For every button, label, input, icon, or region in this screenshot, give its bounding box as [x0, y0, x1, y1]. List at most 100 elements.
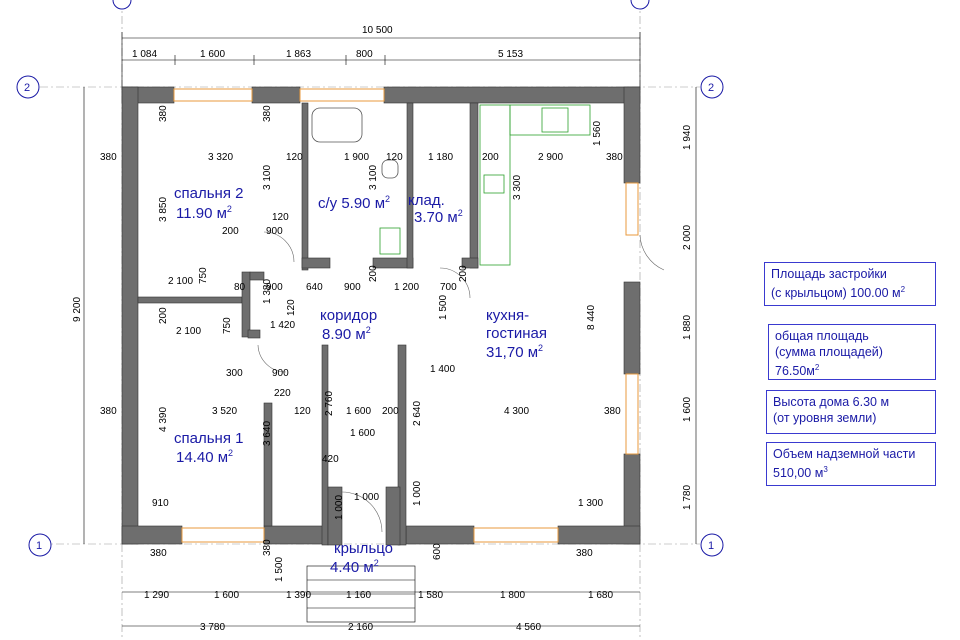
info-line: (сумма площадей) [775, 345, 883, 359]
dim-bottom: 1 800 [500, 590, 525, 601]
dim-inner: 3 850 [158, 197, 169, 222]
dim-inner: 1 200 [394, 282, 419, 293]
info-line: 76.50м2 [775, 363, 820, 379]
dim-inner: 1 180 [428, 152, 453, 163]
info-line: 510,00 м3 [773, 465, 828, 481]
room-area: 14.40 м2 [176, 448, 233, 466]
room-area: 8.90 м2 [322, 325, 371, 343]
room-name: крыльцо [334, 540, 393, 557]
dim-bottom: 2 160 [348, 622, 373, 633]
door-swings [257, 231, 665, 533]
windows [173, 88, 639, 543]
dim-inner: 900 [266, 226, 283, 237]
dim-right: 2 000 [682, 225, 693, 250]
dim-inner: 1 000 [334, 495, 345, 520]
info-box-volume: Объем надземной части 510,00 м3 [766, 442, 936, 486]
info-line: Площадь застройки [771, 267, 887, 281]
room-name: гостиная [486, 325, 547, 342]
room-area: 3.70 м2 [414, 208, 463, 226]
dim-inner: 380 [604, 406, 621, 417]
room-area: 4.40 м2 [330, 558, 379, 576]
dim-inner: 1 000 [354, 492, 379, 503]
info-box-house-height: Высота дома 6.30 м (от уровня земли) [766, 390, 936, 434]
room-labels: спальня 2 11.90 м2 с/у 5.90 м2 клад. 3.7… [174, 185, 547, 576]
dim-inner: 380 [150, 548, 167, 559]
dim-inner: 120 [386, 152, 403, 163]
dim-bottom: 4 560 [516, 622, 541, 633]
dim-inner: 380 [100, 406, 117, 417]
dim-inner: 200 [482, 152, 499, 163]
dim-inner: 3 520 [212, 406, 237, 417]
dim-inner: 420 [322, 454, 339, 465]
dim-top: 5 153 [498, 49, 523, 60]
dim-top: 800 [356, 49, 373, 60]
dim-inner: 8 440 [586, 305, 597, 330]
dim-bottom: 1 390 [286, 590, 311, 601]
dim-right: 1 600 [682, 397, 693, 422]
dim-inner: 640 [306, 282, 323, 293]
dim-inner: 200 [222, 226, 239, 237]
dim-inner: 200 [158, 307, 169, 324]
dim-left-total: 9 200 [72, 297, 83, 322]
dim-bottom: 1 160 [346, 590, 371, 601]
dim-inner: 1 900 [344, 152, 369, 163]
dim-inner: 2 640 [412, 401, 423, 426]
dim-inner: 4 300 [504, 406, 529, 417]
dim-inner: 300 [226, 368, 243, 379]
dim-inner: 380 [100, 152, 117, 163]
dim-inner: 3 100 [262, 165, 273, 190]
dim-bottom: 1 600 [214, 590, 239, 601]
dim-inner: 900 [272, 368, 289, 379]
dim-inner: 200 [458, 265, 469, 282]
room-name: спальня 2 [174, 185, 243, 202]
room-name: с/у 5.90 м2 [318, 194, 390, 212]
axis-label: 2 [24, 82, 30, 94]
room-area: 11.90 м2 [176, 204, 232, 222]
dim-inner: 1 560 [592, 121, 603, 146]
dim-inner: 380 [262, 105, 273, 122]
dim-inner: 3 300 [512, 175, 523, 200]
info-line: Объем надземной части [773, 447, 916, 461]
dim-inner: 2 100 [176, 326, 201, 337]
dim-right: 1 940 [682, 125, 693, 150]
axis-label: 1 [36, 540, 42, 552]
dim-top: 1 600 [200, 49, 225, 60]
dim-right: 1 880 [682, 315, 693, 340]
dim-inner: 80 [234, 282, 246, 293]
dim-inner: 1 000 [412, 481, 423, 506]
dim-inner: 380 [158, 105, 169, 122]
dim-inner: 1 300 [578, 498, 603, 509]
dim-inner: 3 100 [368, 165, 379, 190]
dim-inner: 4 390 [158, 407, 169, 432]
info-line: (от уровня земли) [773, 411, 877, 425]
bathroom-fixtures [311, 107, 401, 255]
dimension-lines [83, 32, 697, 627]
info-box-building-area: Площадь застройки (с крыльцом) 100.00 м2 [764, 262, 936, 306]
dim-inner: 1 380 [262, 279, 273, 304]
dim-top: 1 084 [132, 49, 157, 60]
dim-inner: 200 [382, 406, 399, 417]
dim-inner: 900 [344, 282, 361, 293]
kitchen-unit [479, 104, 591, 266]
dim-inner: 1 500 [438, 295, 449, 320]
dim-inner: 120 [286, 152, 303, 163]
info-line: Высота дома 6.30 м [773, 395, 890, 409]
inner-dimensions: 380 380 380 3 320 120 1 900 120 1 180 20… [100, 105, 623, 582]
dim-bottom: 1 580 [418, 590, 443, 601]
dim-inner: 2 100 [168, 276, 193, 287]
dim-top-total: 10 500 [362, 25, 393, 36]
dim-inner: 120 [286, 299, 297, 316]
dim-inner: 910 [152, 498, 169, 509]
dim-bottom: 3 780 [200, 622, 225, 633]
dim-inner: 120 [272, 212, 289, 223]
dim-inner: 380 [262, 539, 273, 556]
dim-inner: 3 640 [262, 421, 273, 446]
dim-inner: 1 420 [270, 320, 295, 331]
dim-inner: 3 320 [208, 152, 233, 163]
axis-label: 2 [708, 82, 714, 94]
dim-inner: 380 [576, 548, 593, 559]
dim-inner: 200 [368, 265, 379, 282]
dim-bottom: 1 290 [144, 590, 169, 601]
dim-inner: 1 600 [350, 428, 375, 439]
